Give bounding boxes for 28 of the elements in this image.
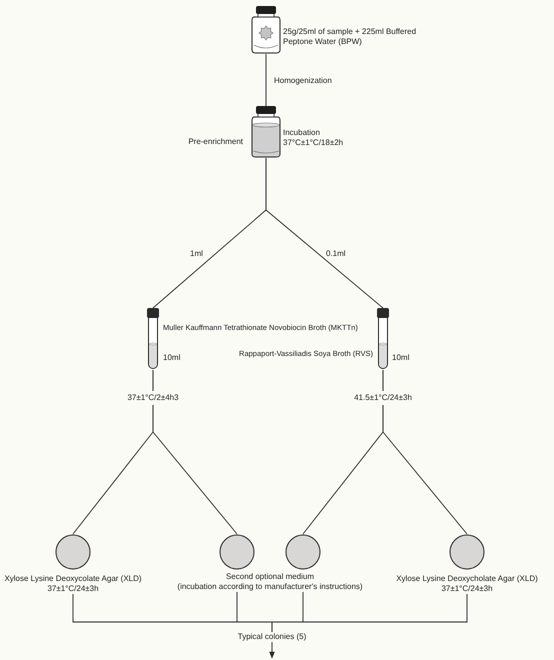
test-tube-drawing <box>147 308 159 370</box>
edge-label: 1ml <box>190 249 203 259</box>
arrow <box>269 642 275 659</box>
edge-label: 37±1°C/2±4h3 <box>126 391 180 405</box>
edge-label: 41.5±1°C/24±3h <box>353 391 413 405</box>
connector-line <box>152 370 238 534</box>
connector-line <box>382 370 468 534</box>
medium-note: Second optional medium <box>224 572 316 582</box>
sample-jar-drawing <box>251 6 281 54</box>
connector-line <box>266 158 384 308</box>
incubation-note: Incubation 37°C±1°C/18±2h <box>283 128 344 148</box>
sample-note: 25g/25ml of sample + 225ml Buffered Peptone Water (BPW) <box>283 27 418 47</box>
incubation-note: 37±1°C/24±3h <box>440 584 494 594</box>
edge-label: Homogenization <box>274 76 332 86</box>
medium-name: Xylose Lysine Deoxycolate Agar (XLD) <box>3 574 143 584</box>
volume-label: 10ml <box>163 353 182 363</box>
result-label: Typical colonies (5) <box>238 632 306 642</box>
incubation-note: 37±1°C/24±3h <box>46 584 100 594</box>
edge-label: 0.1ml <box>326 249 346 259</box>
volume-label: 10ml <box>392 353 410 363</box>
test-tube-drawing <box>377 308 389 370</box>
broth-jar-drawing <box>251 106 281 158</box>
agar-plate <box>219 534 255 570</box>
agar-plate <box>285 534 321 570</box>
connector-line <box>272 594 468 632</box>
medium-name: Xylose Lysine Deoxycholate Agar (XLD) <box>395 574 539 584</box>
medium-note: (incubation according to manufacturer's instructions) <box>177 582 363 592</box>
stage-label: Pre-enrichment <box>187 137 243 147</box>
